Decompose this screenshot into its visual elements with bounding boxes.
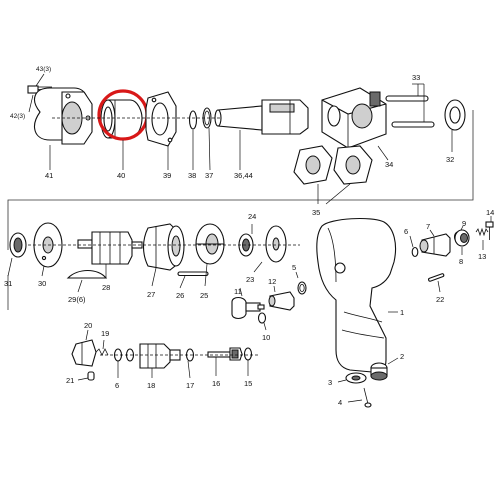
label-42: 42(3) [10, 113, 25, 120]
part-15-o-ring [243, 347, 253, 361]
label-21: 21 [66, 376, 74, 385]
label-14: 14 [486, 208, 494, 217]
label-9: 9 [462, 219, 466, 228]
label-12: 12 [268, 277, 276, 286]
label-30: 30 [38, 279, 46, 288]
part-38-ring [188, 110, 198, 130]
label-4: 4 [338, 398, 342, 407]
label-20: 20 [84, 321, 92, 330]
label-1: 1 [400, 308, 404, 317]
label-35: 35 [312, 208, 320, 217]
part-16-valve-stem [207, 347, 243, 361]
label-32: 32 [446, 155, 454, 164]
part-26-pin [177, 271, 209, 277]
part-11-throttle-plunger [231, 296, 265, 320]
part-22-roll-pin [428, 273, 445, 282]
label-10: 10 [262, 333, 270, 342]
part-35-hammers [293, 145, 373, 185]
part-13-spring [475, 227, 489, 237]
label-25: 25 [200, 291, 208, 300]
part-10-o-ring [257, 312, 267, 324]
label-33: 33 [412, 73, 420, 82]
part-21-pin [87, 371, 95, 381]
part-32-washer [444, 99, 466, 131]
label-5: 5 [292, 263, 296, 272]
part-3-plate [345, 372, 367, 384]
part-18-valve-bushing [139, 343, 181, 369]
part-25-end-plate [195, 223, 225, 265]
label-15: 15 [244, 379, 252, 388]
label-24: 24 [248, 212, 256, 221]
part-34-hammer-cage [321, 87, 387, 149]
label-8: 8 [459, 257, 463, 266]
part-27-cylinder [142, 223, 185, 271]
label-23: 23 [246, 275, 254, 284]
label-29: 29(6) [68, 295, 86, 304]
label-6b: 6 [115, 381, 119, 390]
label-6a: 6 [404, 227, 408, 236]
frame-line-top [7, 110, 474, 250]
part-7-reverse-valve [419, 233, 451, 257]
label-26: 26 [176, 291, 184, 300]
part-19-spring [95, 348, 109, 356]
label-37: 37 [205, 171, 213, 180]
label-18: 18 [147, 381, 155, 390]
part-33-pins [385, 95, 435, 128]
label-38: 38 [188, 171, 196, 180]
label-31: 31 [4, 279, 12, 288]
label-41: 41 [45, 171, 53, 180]
part-28-rotor [77, 231, 143, 265]
part-8-knob [454, 229, 470, 247]
part-14-screw [485, 221, 494, 240]
part-6-o-ring-upper [411, 246, 419, 258]
label-7: 7 [426, 222, 430, 231]
label-27: 27 [147, 290, 155, 299]
label-34: 34 [385, 160, 393, 169]
label-2: 2 [400, 352, 404, 361]
part-1-housing [316, 218, 397, 374]
label-28: 28 [102, 283, 110, 292]
part-23-plate [265, 225, 287, 263]
label-22: 22 [436, 295, 444, 304]
label-3: 3 [328, 378, 332, 387]
label-11: 11 [234, 287, 242, 296]
label-13: 13 [478, 252, 486, 261]
label-40: 40 [117, 171, 125, 180]
label-39: 39 [163, 171, 171, 180]
part-36-anvil [214, 99, 309, 135]
label-16: 16 [212, 379, 220, 388]
part-2-inlet [370, 362, 388, 381]
label-43: 43(3) [36, 66, 51, 73]
label-19: 19 [101, 329, 109, 338]
part-20-regulator [71, 339, 97, 367]
part-41-hammer-case [34, 87, 93, 145]
label-36-44: 36,44 [234, 171, 253, 180]
part-29-vanes [66, 269, 108, 279]
part-31-bearing [9, 232, 27, 258]
part-4-screw [363, 387, 372, 408]
part-12-valve-seat [268, 291, 295, 311]
part-5-o-ring [297, 281, 307, 295]
label-17: 17 [186, 381, 194, 390]
part-39-gasket [145, 91, 177, 147]
